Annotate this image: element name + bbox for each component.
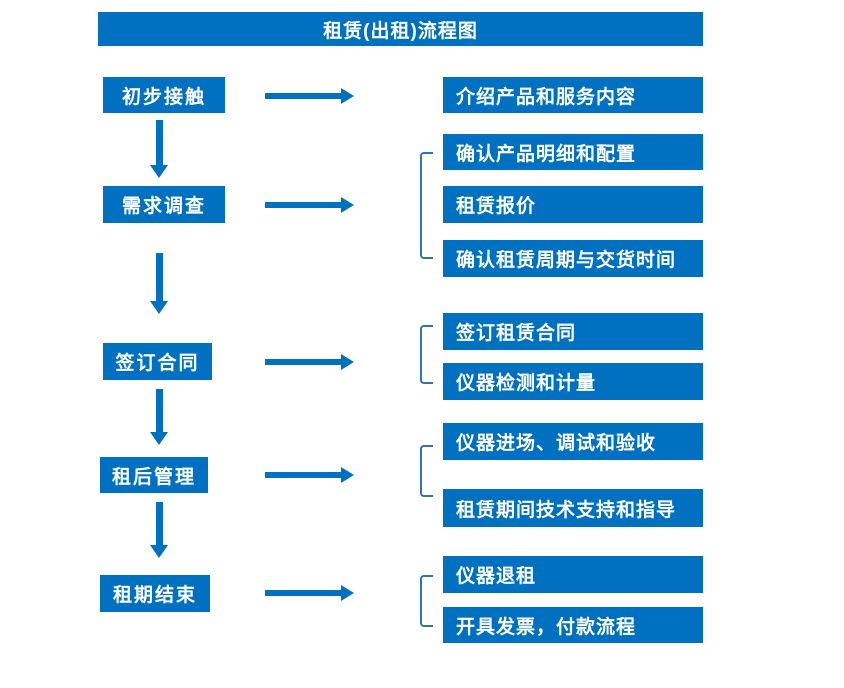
arrow-head	[341, 585, 354, 601]
detail-box: 确认产品明细和配置	[443, 134, 703, 170]
detail-box: 签订租赁合同	[443, 313, 703, 350]
bracket-connector	[420, 445, 433, 497]
step-box-post-rental-management: 租后管理	[100, 457, 208, 493]
arrow-head	[341, 88, 354, 104]
arrow-head	[150, 301, 168, 314]
step-box-sign-contract: 签订合同	[103, 343, 212, 380]
arrow-shaft	[265, 359, 342, 365]
detail-box: 仪器检测和计量	[443, 363, 703, 400]
detail-box: 确认租赁周期与交货时间	[443, 240, 703, 277]
bracket-connector	[420, 575, 433, 627]
arrow-shaft	[156, 120, 163, 167]
arrow-shaft	[265, 472, 342, 478]
detail-box: 租赁报价	[443, 186, 703, 223]
detail-box: 租赁期间技术支持和指导	[443, 489, 703, 527]
bracket-connector	[420, 152, 433, 259]
right-arrow-icon	[265, 197, 354, 213]
arrow-head	[150, 432, 168, 445]
arrow-shaft	[156, 253, 163, 303]
bracket-connector	[420, 325, 433, 384]
page-title: 租赁(出租)流程图	[98, 12, 703, 46]
arrow-shaft	[156, 502, 163, 547]
down-arrow-icon	[150, 502, 169, 558]
down-arrow-icon	[150, 389, 169, 445]
detail-box: 仪器进场、调试和验收	[443, 423, 703, 460]
arrow-head	[341, 467, 354, 483]
step-box-rental-end: 租期结束	[100, 575, 210, 612]
arrow-head	[341, 197, 354, 213]
right-arrow-icon	[265, 585, 354, 601]
arrow-head	[150, 545, 168, 558]
arrow-head	[150, 165, 168, 178]
step-box-demand-survey: 需求调查	[103, 186, 225, 223]
arrow-shaft	[265, 93, 342, 99]
down-arrow-icon	[150, 120, 169, 178]
arrow-head	[341, 354, 354, 370]
detail-box: 开具发票，付款流程	[443, 607, 703, 643]
down-arrow-icon	[150, 253, 169, 314]
right-arrow-icon	[265, 467, 354, 483]
right-arrow-icon	[265, 354, 354, 370]
right-arrow-icon	[265, 88, 354, 104]
step-box-initial-contact: 初步接触	[103, 77, 225, 113]
arrow-shaft	[156, 389, 163, 434]
detail-box: 仪器退租	[443, 556, 703, 593]
arrow-shaft	[265, 590, 342, 596]
arrow-shaft	[265, 202, 342, 208]
detail-box: 介绍产品和服务内容	[443, 77, 703, 113]
